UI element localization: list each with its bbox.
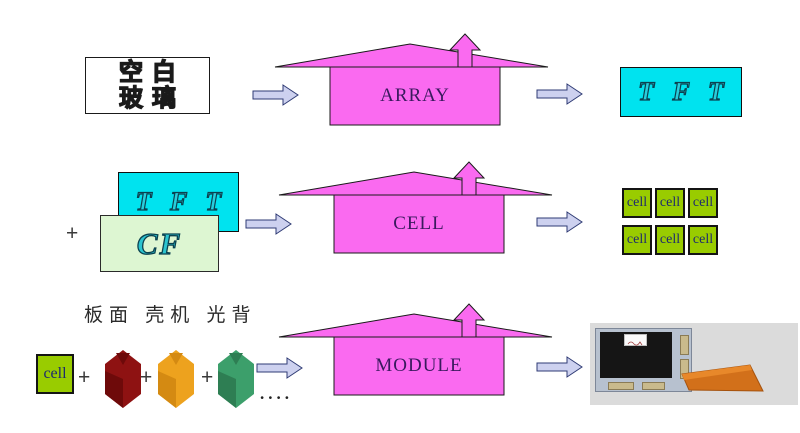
- flow-arrow-icon: [536, 83, 583, 105]
- sticker-scribble: [627, 341, 643, 346]
- cell-square-label: cell: [659, 231, 681, 247]
- cell-square: cell: [622, 188, 652, 218]
- cell-square-label: cell: [659, 195, 681, 210]
- factory-cell-label: CELL: [393, 213, 445, 234]
- plus-sign: +: [78, 366, 91, 389]
- components-annotation: 板面 壳机 光背: [84, 305, 257, 326]
- connector-pad: [680, 335, 689, 355]
- factory-body: [329, 66, 501, 126]
- factory-module: MODULE: [276, 300, 554, 400]
- cell-input-label: cell: [43, 365, 67, 382]
- tft-output-box: T F T: [620, 67, 742, 117]
- factory-module-label: MODULE: [375, 355, 463, 376]
- cf-input-label: CF: [136, 225, 183, 261]
- plus-sign: +: [140, 366, 153, 389]
- cell-square-label: cell: [692, 195, 714, 210]
- cell-input-box: cell: [36, 354, 74, 394]
- cf-input-box: CF: [100, 215, 219, 272]
- flow-arrow-icon: [536, 356, 583, 378]
- module-sticker-label: [624, 334, 647, 346]
- flex-cable: [681, 364, 764, 392]
- flow-arrow-icon: [536, 211, 583, 233]
- factory-array-label: ARRAY: [380, 85, 450, 106]
- tft-output-label: T F T: [638, 76, 730, 106]
- plus-sign: +: [201, 366, 214, 389]
- cell-square: cell: [622, 224, 652, 255]
- blank-glass-line2: 玻璃: [118, 85, 185, 112]
- factory-roof: [278, 171, 553, 196]
- tft-input-label: T F T: [135, 186, 228, 216]
- cell-square-label: cell: [692, 231, 714, 247]
- cell-square-label: cell: [626, 231, 648, 247]
- factory-body: [333, 194, 505, 254]
- cell-output-grid: cell cell cell cell cell cell: [622, 188, 724, 258]
- factory-body: [333, 336, 505, 396]
- flow-arrow-icon: [256, 357, 303, 379]
- connector-pad: [642, 382, 665, 390]
- connector-pad: [608, 382, 634, 390]
- lcd-module-photo: [590, 323, 798, 405]
- component-hexagon-red: [105, 350, 141, 408]
- cell-square: cell: [688, 224, 718, 255]
- cell-square: cell: [688, 188, 718, 218]
- factory-array: ARRAY: [272, 30, 550, 130]
- plus-sign: +: [66, 222, 79, 245]
- blank-glass-box: 空白 玻璃: [85, 57, 210, 114]
- cell-square: cell: [655, 188, 685, 218]
- flow-arrow-icon: [252, 84, 299, 106]
- factory-cell-shape: [278, 161, 553, 254]
- factory-cell: CELL: [276, 158, 554, 258]
- component-hexagon-orange: [158, 350, 194, 408]
- cell-square-label: cell: [626, 195, 648, 210]
- module-metal-frame: [595, 328, 692, 392]
- flow-arrow-icon: [245, 213, 292, 235]
- blank-glass-line1: 空白: [118, 59, 185, 86]
- ellipsis-text: ....: [260, 384, 293, 403]
- factory-array-shape: [274, 33, 549, 126]
- factory-module-shape: [278, 303, 553, 396]
- factory-roof: [278, 313, 553, 338]
- component-hexagon-green: [218, 350, 254, 408]
- cell-square: cell: [655, 224, 685, 255]
- factory-roof: [274, 43, 549, 68]
